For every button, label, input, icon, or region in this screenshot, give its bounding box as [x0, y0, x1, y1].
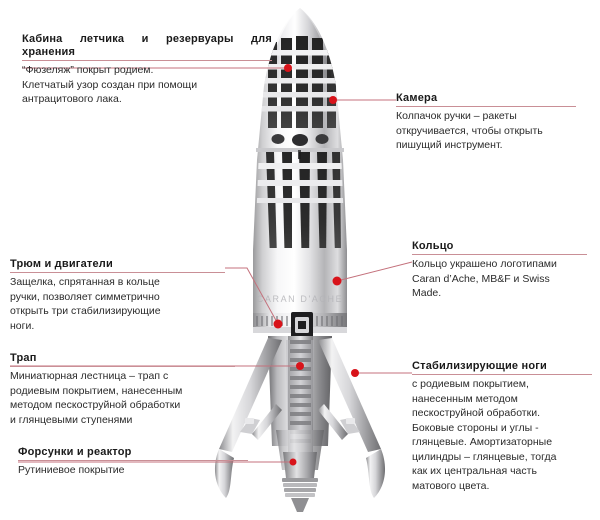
callout-ring-body: Кольцо украшено логотипами Caran d’Ache,… [412, 258, 557, 299]
engine-nozzle [282, 452, 318, 512]
callout-cabin-title: Кабина летчика и резервуары для хранения [22, 33, 272, 61]
callout-ring-title: Кольцо [412, 240, 587, 255]
porthole-band [256, 134, 344, 159]
callout-cabin: Кабина летчика и резервуары для хранения… [22, 33, 272, 107]
callout-ring: Кольцо Кольцо украшено логотипами Caran … [412, 240, 587, 301]
callout-ramp-title: Трап [10, 352, 235, 367]
callout-hold-title: Трюм и двигатели [10, 258, 225, 273]
leader-dot-hold [273, 319, 283, 329]
callout-camera-body: Колпачок ручки – ракеты откручивается, ч… [396, 110, 543, 151]
callout-legs-title: Стабилизирующие ноги [412, 360, 592, 375]
callout-legs-body: с родиевым покрытием, нанесенным методом… [412, 378, 557, 492]
leader-dot-legs [351, 369, 359, 377]
callout-nozzle: Форсунки и реактор Рутиниевое покрытие [18, 446, 248, 478]
checkered-pattern [260, 36, 340, 128]
leader-dot-camera [329, 96, 337, 104]
leader-dot-ring [332, 276, 342, 286]
leader-ring [336, 261, 413, 282]
leader-dot-nozzle [289, 458, 297, 466]
leader-dot-ramp [296, 362, 304, 370]
leader-hold [225, 267, 279, 325]
stabilizing-leg-right [318, 338, 386, 498]
callout-hold: Трюм и двигатели Защелка, спрятанная в к… [10, 258, 225, 333]
callout-legs: Стабилизирующие ноги с родиевым покрытие… [412, 360, 592, 493]
callout-cabin-body: “Фюзеляж” покрыт родием. Клетчатый узор … [22, 64, 198, 105]
leader-dot-cabin [284, 64, 292, 72]
callout-hold-body: Защелка, спрятанная в кольце ручки, позв… [10, 276, 161, 332]
fuselage-pattern [255, 152, 345, 248]
brand-engraving: CARAN D'ACHE [257, 294, 343, 304]
callout-camera-title: Камера [396, 92, 576, 107]
callout-ramp: Трап Миниатюрная лестница – трап с родие… [10, 352, 235, 427]
callout-camera: Камера Колпачок ручки – ракеты откручива… [396, 92, 576, 153]
callout-ramp-body: Миниатюрная лестница – трап с родиевым п… [10, 370, 183, 426]
lower-cap-section [253, 250, 347, 316]
callout-nozzle-body: Рутиниевое покрытие [18, 464, 125, 476]
callout-nozzle-title: Форсунки и реактор [18, 446, 248, 461]
